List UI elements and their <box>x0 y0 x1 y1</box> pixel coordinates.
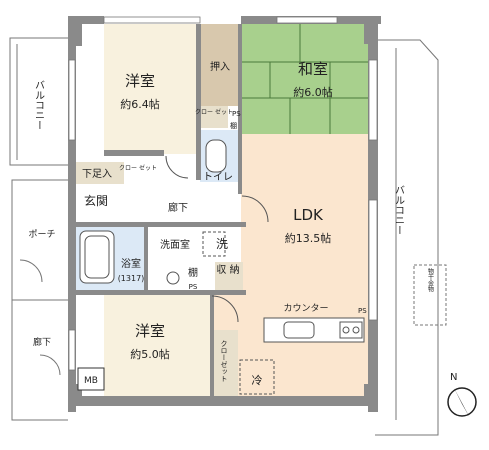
wash-basin <box>166 271 180 285</box>
western-room-1-floor <box>104 24 200 154</box>
bathtub-inner <box>84 235 110 279</box>
western-2-door-arc <box>211 295 239 323</box>
japanese-room-name: 和室 <box>298 60 328 78</box>
ps-label-wash: PS <box>189 283 198 291</box>
floors <box>76 24 376 396</box>
compass-needle-icon <box>454 388 470 418</box>
tatami-pattern <box>241 24 376 134</box>
fixtures <box>77 139 365 395</box>
window-japanese <box>276 16 338 24</box>
fridge-label: 冷 <box>252 374 263 387</box>
balcony-right-label: バルコニー <box>393 185 405 235</box>
closet-vertical-label: クローゼット <box>220 340 228 382</box>
closet-small-label: クロー ゼット <box>119 164 157 172</box>
closet-vertical-floor <box>212 330 238 396</box>
western-room-2-name: 洋室 <box>135 322 165 340</box>
ldk-door-arc <box>241 195 269 223</box>
tana-label-top: 棚 <box>230 121 237 130</box>
ldk-name: LDK <box>293 206 324 224</box>
oshiire-floor <box>200 24 241 106</box>
corridor-label: 廊下 <box>168 201 188 214</box>
balcony-left-outline <box>9 37 68 166</box>
hanger-box <box>413 264 447 326</box>
window-western-1-side <box>68 59 76 141</box>
ldk-size: 約13.5帖 <box>285 231 332 245</box>
storage-label: 収 納 <box>216 263 239 276</box>
porch-door-arc <box>19 259 43 283</box>
window-ldk-side <box>368 199 378 321</box>
western-room-2-floor <box>104 292 212 396</box>
exterior <box>9 37 447 436</box>
western-1-door-arc <box>165 155 189 179</box>
labels: 洋室 約6.4帖 和室 約6.0帖 LDK 約13.5帖 洋室 約5.0帖 浴室… <box>28 60 433 387</box>
oshiire-label: 押入 <box>210 60 230 73</box>
ps-label-top: PS <box>232 110 241 118</box>
western-room-2-size: 約5.0帖 <box>130 347 170 361</box>
closet-top-label: クロー ゼット <box>195 108 233 116</box>
counter-label: カウンター <box>283 303 328 314</box>
western-room-1-name: 洋室 <box>125 72 155 90</box>
porch-outline <box>11 179 68 301</box>
genkan-label: 玄関 <box>84 193 108 208</box>
toilet-label: トイレ <box>203 172 233 183</box>
north-compass: N <box>447 372 477 418</box>
window-japanese-side <box>368 59 378 141</box>
japanese-room-size: 約6.0帖 <box>293 85 333 99</box>
ps-label-kitchen: PS <box>358 307 367 315</box>
window-western-1 <box>103 16 201 24</box>
corridor-out-label: 廊下 <box>33 336 51 348</box>
hanger-label: 物干金物 <box>427 267 434 293</box>
washroom-floor <box>146 226 212 292</box>
tana-label: 棚 <box>188 266 198 279</box>
corridor-outline <box>11 300 68 421</box>
mb-box <box>77 367 105 391</box>
compass-n: N <box>450 372 457 383</box>
shoe-closet-label: 下足入 <box>82 168 112 180</box>
toilet-bowl <box>205 139 227 173</box>
japanese-room-floor <box>241 24 376 134</box>
bath-name: 浴室 <box>121 257 141 270</box>
window-western-2-side <box>68 329 76 371</box>
bathtub <box>79 230 115 284</box>
closet-top-floor <box>200 106 228 128</box>
stove <box>339 321 363 339</box>
ldk-floor <box>241 134 376 396</box>
windows <box>68 16 378 371</box>
kitchen-sink <box>283 321 315 339</box>
bath-size: (1317) <box>118 274 145 283</box>
stove-burner-1 <box>342 326 350 334</box>
corridor-door-arc <box>39 354 61 376</box>
mb-label: MB <box>84 376 98 386</box>
washroom-label: 洗面室 <box>160 238 190 251</box>
shoe-closet-floor <box>76 162 124 184</box>
porch-label: ポーチ <box>28 229 55 240</box>
stove-burner-2 <box>352 326 360 334</box>
fridge-space <box>239 359 275 395</box>
balcony-left-label: バルコニー <box>33 80 45 130</box>
balcony-right-outline <box>375 39 439 436</box>
compass-ring <box>447 387 477 417</box>
wash-label: 洗 <box>216 237 228 251</box>
western-room-1-size: 約6.4帖 <box>120 97 160 111</box>
washer-space <box>202 231 226 257</box>
storage-floor <box>215 262 243 292</box>
